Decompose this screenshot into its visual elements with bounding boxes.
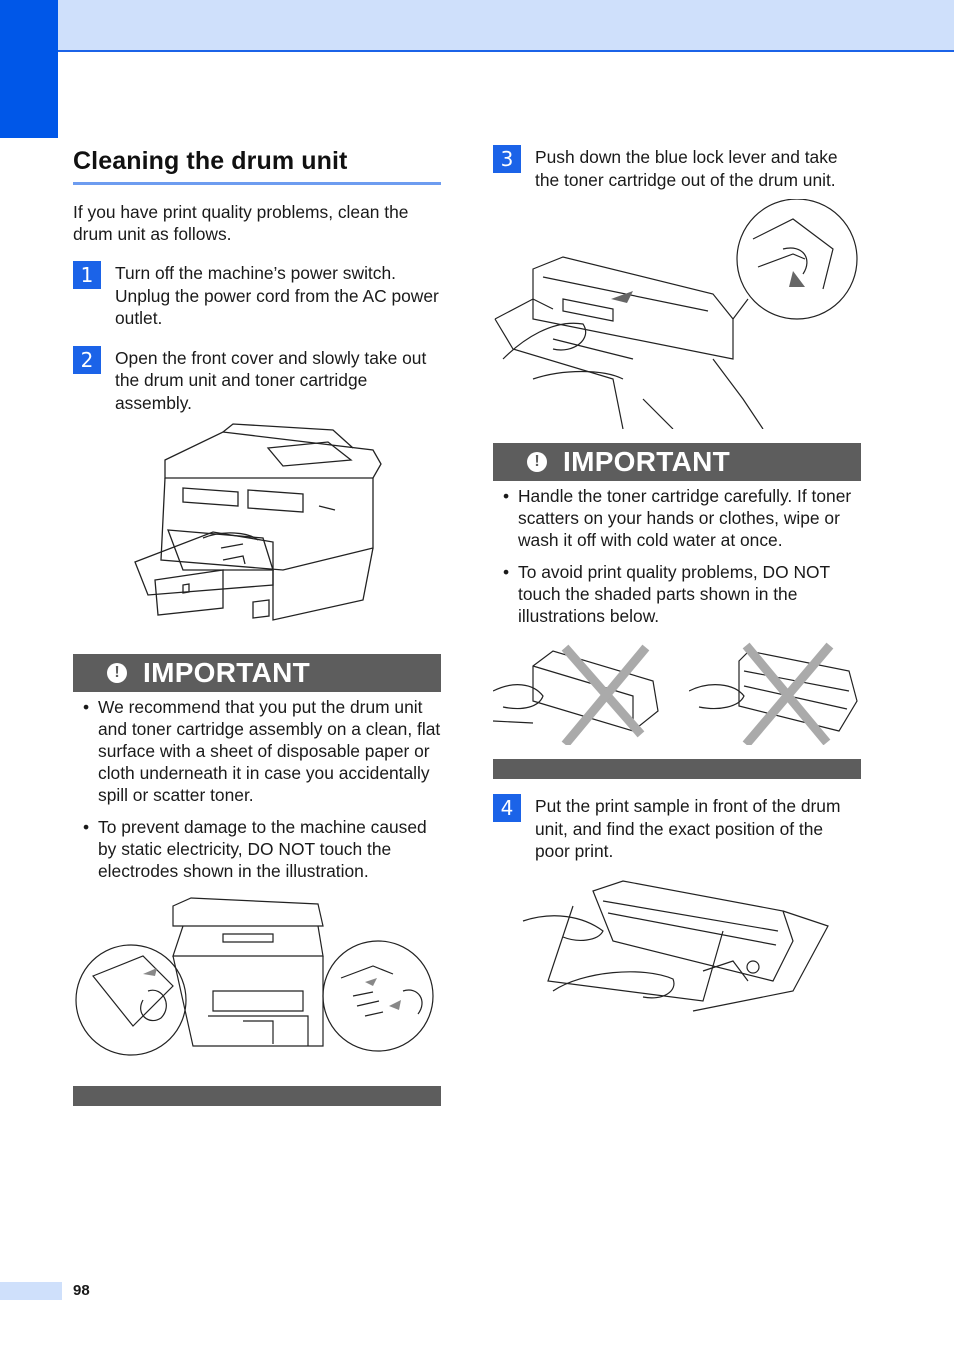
section-title: Cleaning the drum unit	[73, 140, 441, 185]
bullet-icon: •	[83, 817, 90, 837]
step-number-badge: 2	[73, 345, 101, 374]
step-1: 1 Turn off the machine’s power switch. U…	[73, 261, 441, 330]
page-tab	[0, 1282, 62, 1300]
important-list-1: • We recommend that you put the drum unit…	[73, 696, 441, 882]
bullet-text: We recommend that you put the drum unit …	[98, 697, 441, 805]
important-footer-1	[73, 1086, 441, 1106]
list-item: • We recommend that you put the drum unit…	[73, 696, 441, 806]
step-number-badge: 3	[493, 145, 521, 173]
bullet-icon: •	[83, 697, 90, 717]
bullet-text: Handle the toner cartridge carefully. If…	[518, 486, 852, 550]
important-footer-2	[493, 759, 861, 779]
bullet-icon: •	[503, 562, 510, 582]
do-not-touch-figures	[493, 641, 861, 745]
important-banner-2: ! IMPORTANT	[493, 443, 861, 481]
electrodes-illustration	[75, 897, 434, 1056]
bullet-text: To prevent damage to the machine caused …	[98, 817, 427, 881]
step-text: Open the front cover and slowly take out…	[115, 347, 427, 413]
machine-open-illustration	[134, 423, 382, 621]
step-text: Turn off the machine’s power switch. Unp…	[115, 263, 439, 328]
step-3: 3 Push down the blue lock lever and take…	[493, 145, 861, 191]
step-number-badge: 1	[73, 261, 101, 289]
right-column: 3 Push down the blue lock lever and take…	[493, 140, 861, 1041]
important-label: IMPORTANT	[143, 657, 311, 688]
list-item: • Handle the toner cartridge carefully. I…	[493, 485, 861, 551]
chapter-tab	[0, 0, 58, 138]
step-4: 4 Put the print sample in front of the d…	[493, 794, 861, 863]
step-2: 2 Open the front cover and slowly take o…	[73, 345, 441, 415]
exclamation-icon: !	[107, 663, 127, 683]
exclamation-icon: !	[527, 452, 547, 472]
important-label: IMPORTANT	[563, 446, 731, 477]
toner-shaded-illustration	[493, 644, 659, 745]
step-text: Push down the blue lock lever and take t…	[535, 147, 838, 190]
list-item: • To prevent damage to the machine caused…	[73, 816, 441, 882]
drum-shaded-illustration	[689, 642, 858, 745]
bullet-text: To avoid print quality problems, DO NOT …	[518, 562, 830, 626]
intro-text: If you have print quality problems, clea…	[73, 202, 409, 244]
print-sample-illustration	[522, 879, 829, 1012]
lock-lever-illustration	[494, 199, 858, 429]
bullet-icon: •	[503, 486, 510, 506]
important-banner-1: ! IMPORTANT	[73, 654, 441, 692]
header-band	[0, 0, 954, 52]
left-column: Cleaning the drum unit If you have print…	[73, 140, 441, 1106]
step-text: Put the print sample in front of the dru…	[535, 796, 841, 861]
step-number-badge: 4	[493, 794, 521, 822]
page-number: 98	[73, 1282, 90, 1299]
list-item: • To avoid print quality problems, DO NOT…	[493, 561, 861, 627]
important-list-2: • Handle the toner cartridge carefully. I…	[493, 485, 861, 627]
